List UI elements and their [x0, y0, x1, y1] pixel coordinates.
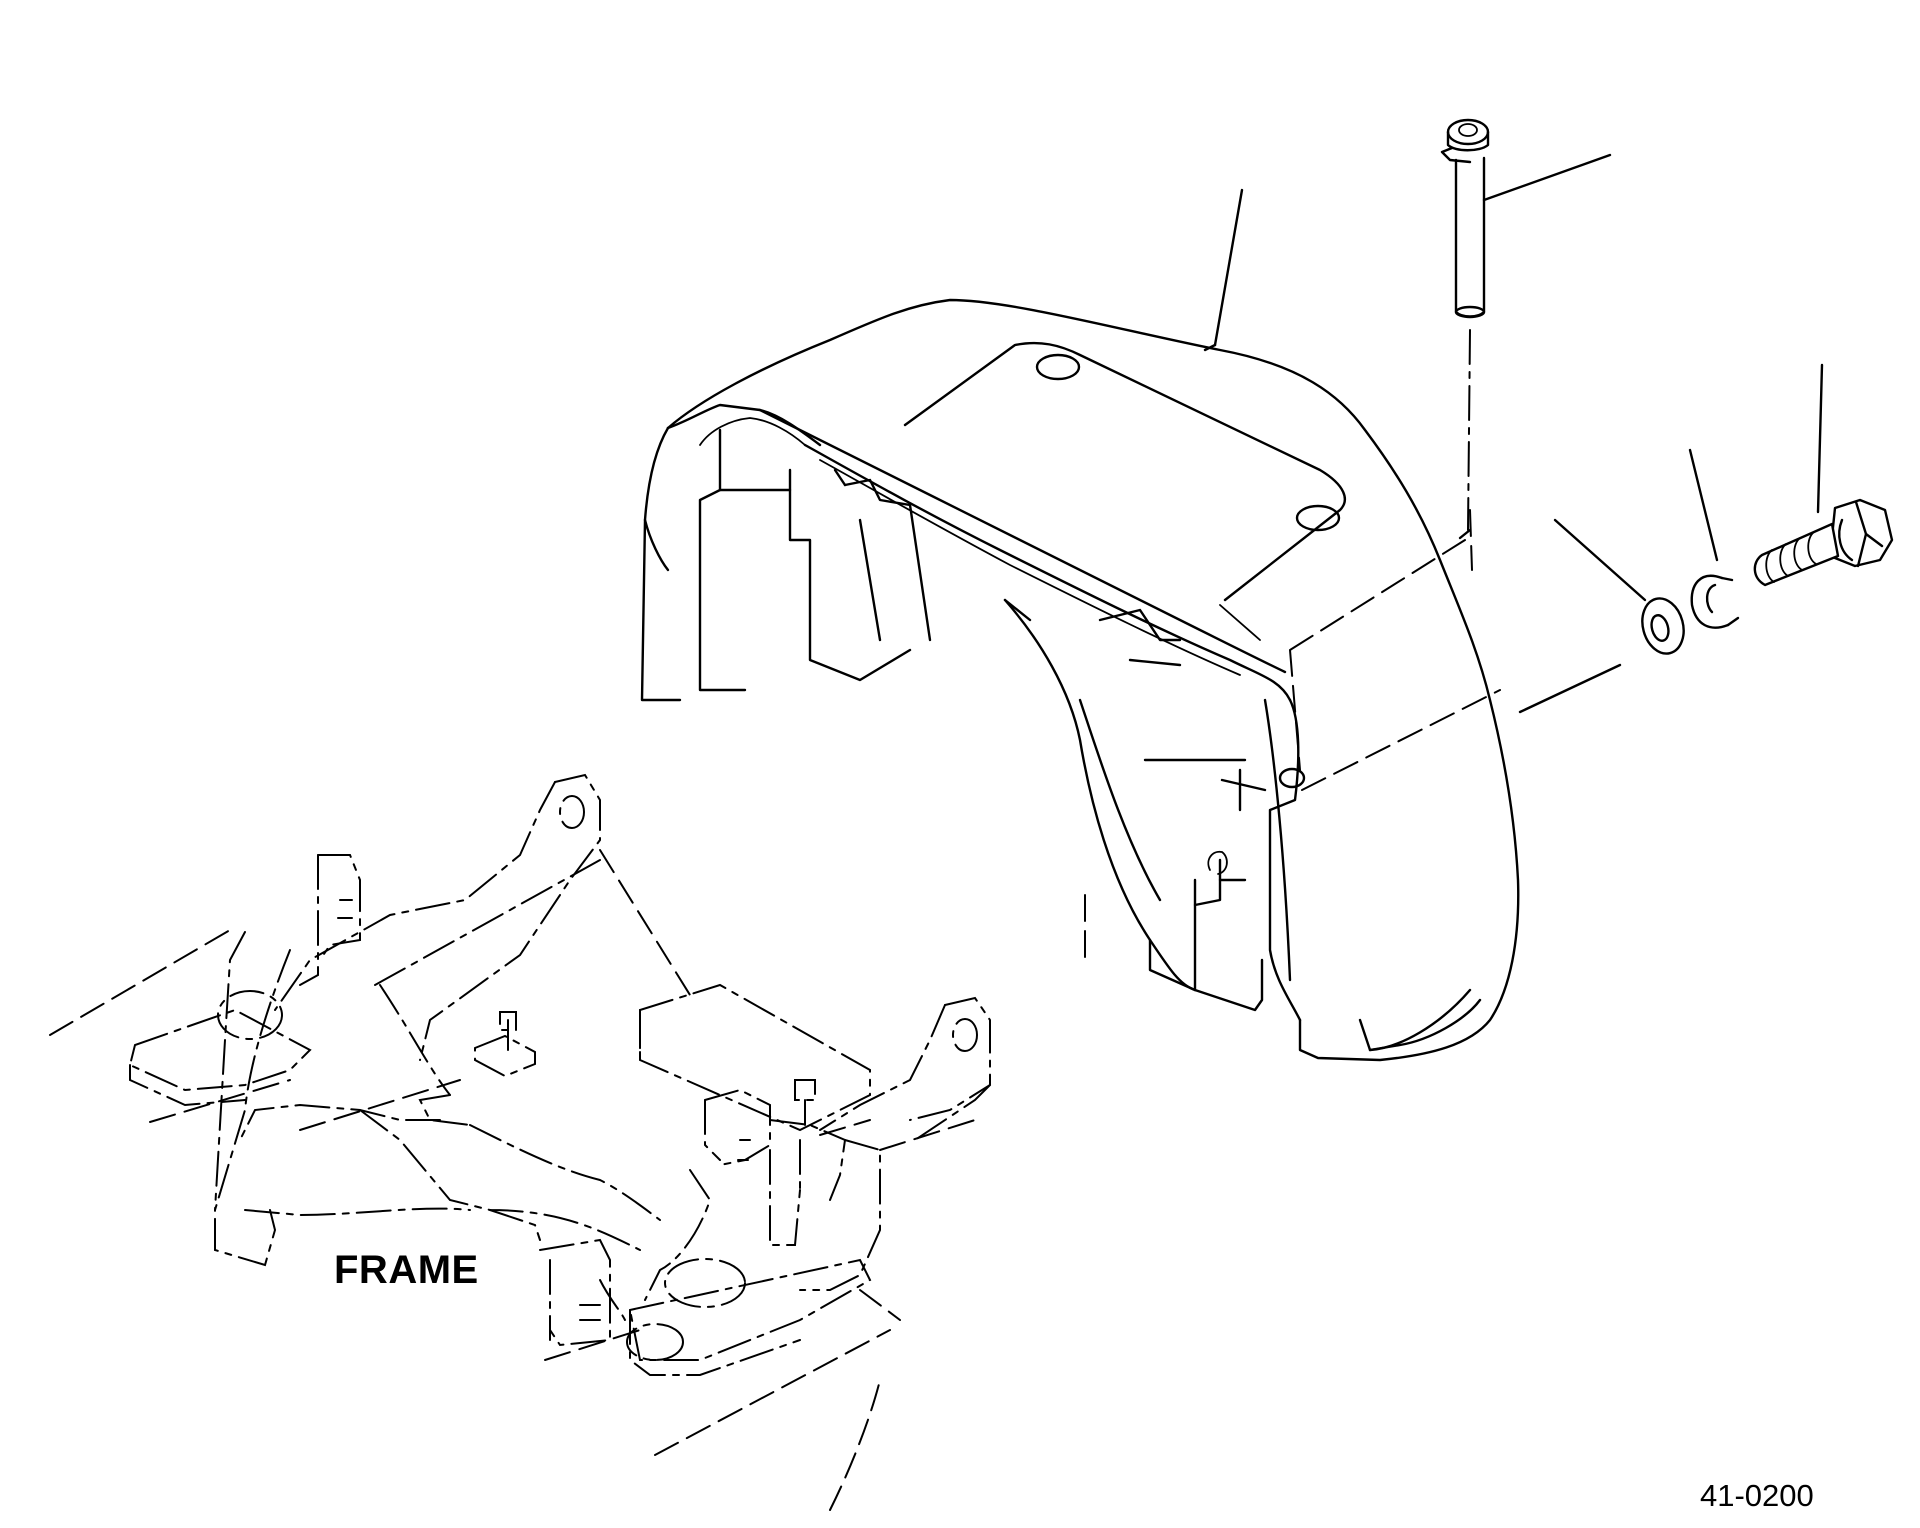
washer [1518, 518, 1685, 714]
drawing-number: 41-0200 [1700, 1478, 1814, 1513]
bolt [1753, 363, 1894, 587]
counterweight [640, 188, 1520, 1062]
lock-washer [1688, 448, 1740, 629]
frame-label: FRAME [334, 1248, 479, 1292]
frame-phantom [49, 773, 1086, 1511]
lifting-pin [1440, 118, 1612, 540]
